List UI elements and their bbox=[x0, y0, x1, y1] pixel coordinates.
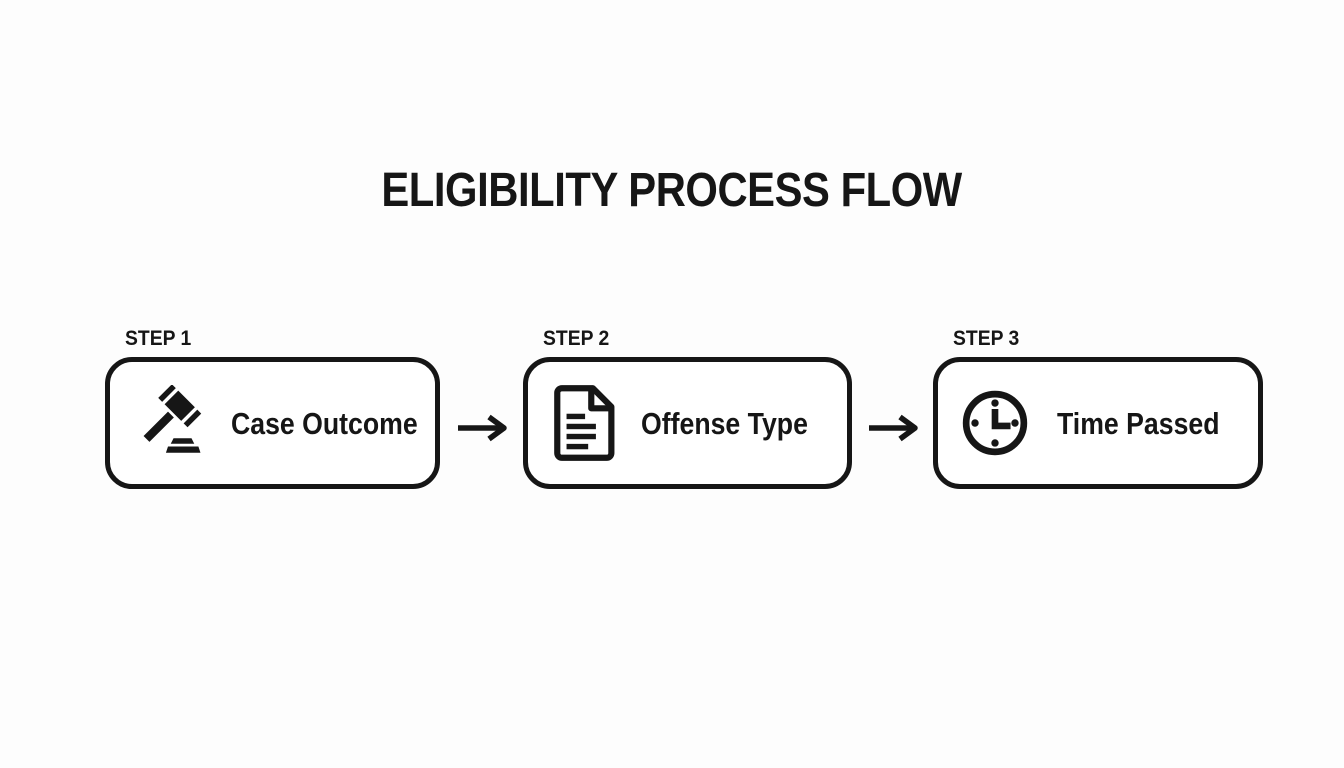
right-arrow-icon bbox=[457, 414, 507, 442]
step-1-label-text: STEP 1 bbox=[125, 327, 192, 350]
diagram-title: ELIGIBILITY PROCESS FLOW bbox=[0, 164, 1344, 217]
clock-icon bbox=[958, 386, 1032, 460]
step-3-label: STEP 3 bbox=[953, 327, 1263, 350]
step-1: STEP 1 Case Outcome bbox=[105, 327, 440, 490]
step-3-box-label: Time Passed bbox=[1057, 405, 1220, 441]
step-1-label: STEP 1 bbox=[125, 327, 440, 350]
right-arrow-icon bbox=[868, 414, 918, 442]
step-1-box-label: Case Outcome bbox=[231, 405, 418, 441]
gavel-icon bbox=[130, 385, 206, 461]
step-2-box: Offense Type bbox=[523, 357, 852, 490]
step-1-box: Case Outcome bbox=[105, 357, 440, 490]
diagram-title-text: ELIGIBILITY PROCESS FLOW bbox=[381, 164, 963, 217]
step-2-label-text: STEP 2 bbox=[543, 327, 610, 350]
process-flow: STEP 1 Case Outcome bbox=[105, 327, 1263, 490]
document-icon bbox=[548, 384, 616, 462]
step-2-label: STEP 2 bbox=[543, 327, 852, 350]
flow-connector-1 bbox=[440, 327, 523, 445]
step-3-label-text: STEP 3 bbox=[953, 327, 1020, 350]
step-2: STEP 2 Offense Type bbox=[523, 327, 852, 490]
step-2-box-label: Offense Type bbox=[641, 405, 808, 441]
step-3: STEP 3 Time Passed bbox=[933, 327, 1263, 490]
step-3-box: Time Passed bbox=[933, 357, 1263, 490]
flow-connector-2 bbox=[852, 327, 933, 445]
